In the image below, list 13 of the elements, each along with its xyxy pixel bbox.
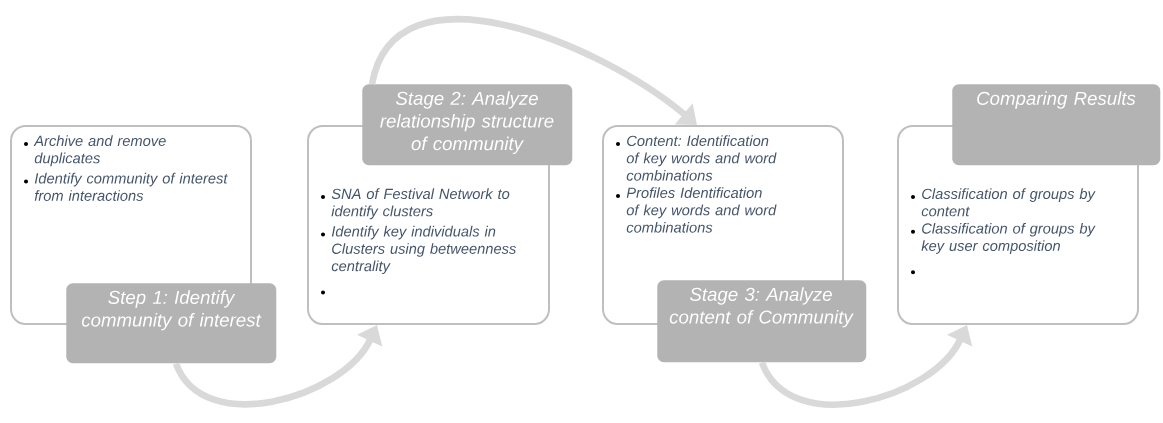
header-box: Comparing Results (952, 84, 1161, 166)
bullet-text: Archive and remove duplicates (33, 135, 166, 167)
header-box: Step 1: Identify community of interest (66, 283, 277, 364)
bullet-text: Profiles Identification of key words and word combinations (626, 187, 777, 233)
bullet-text: Identify community of interest from interactions (34, 172, 228, 201)
bullet-text: Content: Identification of key words and word combinations (626, 135, 777, 181)
curved-arrow (368, 16, 697, 125)
bullet-text: Classification of groups by content (921, 188, 1096, 217)
header-box: Stage 2: Analyze relationship structure of community (362, 84, 573, 166)
bullet-text: Identify key individuals in Clusters using betweenness centrality (331, 225, 516, 275)
bullet-text: Classification of groups by key user composition (921, 222, 1096, 254)
header-box: Stage 3: Analyze content of Community (657, 280, 867, 363)
bullet-text: SNA of Festival Network to identify clusters (331, 188, 510, 220)
